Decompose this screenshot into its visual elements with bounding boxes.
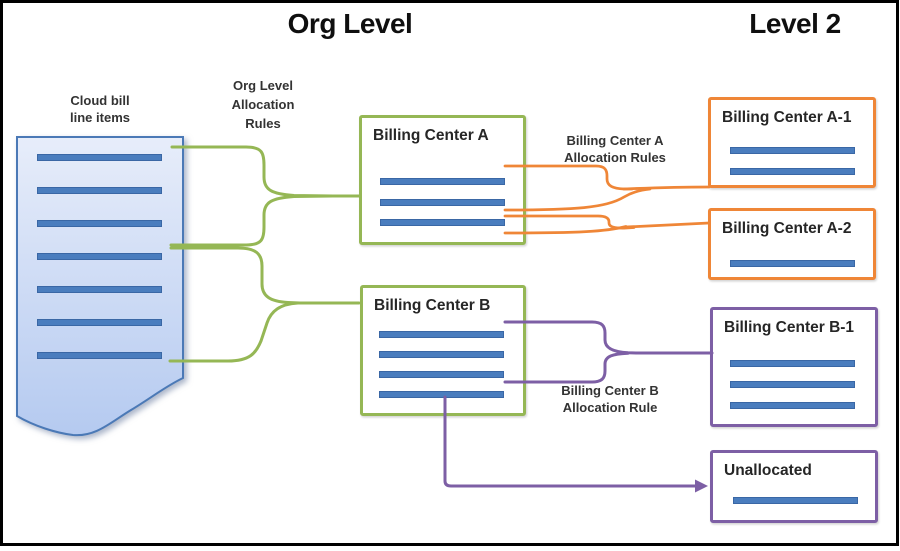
line-item-bar	[37, 253, 162, 260]
org-level-allocation-rules-label: Org Level Allocation Rules	[231, 78, 295, 131]
line-item-bar	[379, 371, 504, 378]
box-line-items	[730, 260, 855, 267]
box-title: Billing Center A-1	[722, 109, 852, 126]
box-line-items	[380, 178, 505, 226]
line-item-bar	[380, 178, 505, 185]
line-item-bar	[379, 391, 504, 398]
unallocated-box: Unallocated	[710, 450, 878, 523]
billing-center-a-box: Billing Center A	[359, 115, 526, 245]
cloud-bill-document	[16, 136, 184, 438]
box-line-items	[730, 360, 855, 409]
org-level-title: Org Level	[287, 8, 413, 39]
line-item-bar	[730, 168, 855, 175]
line-item-bar	[730, 147, 855, 154]
billing-center-b-box: Billing Center B	[360, 285, 526, 416]
line-item-bar	[37, 286, 162, 293]
box-title: Unallocated	[724, 462, 812, 479]
line-item-bar	[37, 187, 162, 194]
box-line-items	[733, 497, 858, 504]
line-item-bar	[37, 154, 162, 161]
line-item-bar	[37, 319, 162, 326]
line-item-bar	[380, 198, 505, 206]
billing-center-a2-box: Billing Center A-2	[708, 208, 876, 280]
line-item-bar	[730, 381, 855, 388]
line-item-bar	[379, 351, 504, 358]
document-line-items	[37, 154, 162, 359]
box-title: Billing Center A	[373, 127, 489, 144]
line-item-bar	[37, 220, 162, 227]
billing-center-b-allocation-rule-label: Billing Center B Allocation Rule	[561, 383, 659, 415]
line-item-bar	[730, 360, 855, 367]
box-title: Billing Center B-1	[724, 319, 855, 336]
billing-center-a1-box: Billing Center A-1	[708, 97, 876, 188]
box-title: Billing Center B	[374, 297, 491, 314]
level2-title: Level 2	[749, 8, 841, 39]
cloud-bill-label: Cloud bill line items	[70, 93, 130, 125]
line-item-bar	[733, 497, 858, 504]
line-item-bar	[730, 260, 855, 267]
line-item-bar	[730, 402, 855, 409]
box-line-items	[379, 331, 504, 398]
box-title: Billing Center A-2	[722, 220, 852, 237]
line-item-bar	[380, 219, 505, 226]
line-item-bar	[379, 331, 504, 338]
billing-center-a-allocation-rules-label: Billing Center A Allocation Rules	[564, 133, 666, 165]
line-item-bar	[37, 352, 162, 359]
billing-center-b1-box: Billing Center B-1	[710, 307, 878, 427]
box-line-items	[730, 147, 855, 175]
